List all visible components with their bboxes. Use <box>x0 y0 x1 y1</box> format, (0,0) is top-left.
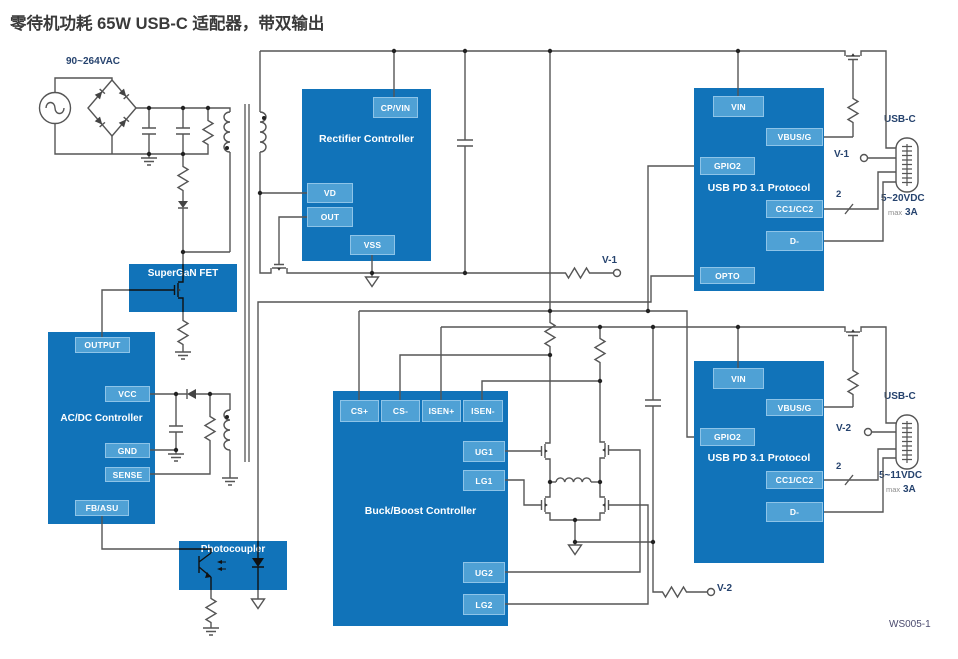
pin-isen-plus: ISEN+ <box>422 400 461 422</box>
photocoupler-title: Photocoupler <box>200 544 266 555</box>
v2-terminal-icon <box>706 587 716 597</box>
out1-current-label: max 3A <box>888 207 918 218</box>
v1-sense-label: V-1 <box>602 255 618 266</box>
supergan-fet-title: SuperGaN FET <box>147 268 219 279</box>
pin-pd2-vbusg: VBUS/G <box>766 399 823 416</box>
page-title: 零待机功耗 65W USB-C 适配器，带双输出 <box>10 15 325 33</box>
cc1-bus-width-label: 2 <box>836 189 842 200</box>
usb-pd2-block <box>694 361 824 563</box>
pin-ug1: UG1 <box>463 441 505 462</box>
usb-pd1-block <box>694 88 824 291</box>
pin-ug2: UG2 <box>463 562 505 583</box>
acdc-controller-block <box>48 332 155 524</box>
v1-terminal-label: V-1 <box>834 149 850 160</box>
pin-pd1-vin: VIN <box>713 96 764 117</box>
usbc2-label: USB-C <box>884 391 916 402</box>
v1-terminal-icon <box>612 268 622 278</box>
pin-cs-plus: CS+ <box>340 400 379 422</box>
pin-isen-minus: ISEN- <box>463 400 503 422</box>
load-switch2-fet-icon <box>839 326 867 342</box>
pin-lg1: LG1 <box>463 470 505 491</box>
transformer-core-icon <box>244 104 250 462</box>
pin-cpvin: CP/VIN <box>373 97 418 118</box>
pin-output: OUTPUT <box>75 337 130 353</box>
buck-fet-q4-icon <box>599 491 615 519</box>
out2-current-label: max 3A <box>886 484 916 495</box>
ground-arrow-icon <box>250 598 266 610</box>
pin-pd2-d: D- <box>766 502 823 522</box>
v1-port-terminal-icon <box>859 153 869 163</box>
usbc2-connector-icon <box>895 414 919 470</box>
inductor-icon <box>555 477 592 483</box>
ground-icon <box>140 157 158 166</box>
pin-pd1-cc: CC1/CC2 <box>766 200 823 218</box>
pin-pd1-d: D- <box>766 231 823 251</box>
transformer-primary-icon <box>223 111 231 153</box>
pin-vss: VSS <box>350 235 395 255</box>
out1-voltage-label: 5~20VDC <box>881 193 925 204</box>
pin-gnd: GND <box>105 443 150 458</box>
buck-fet-q2-icon <box>599 436 615 464</box>
pin-fbasu: FB/ASU <box>75 500 129 516</box>
pin-sense: SENSE <box>105 467 150 482</box>
ground-icon <box>167 453 185 462</box>
pin-vcc: VCC <box>105 386 150 402</box>
pin-pd2-vin: VIN <box>713 368 764 389</box>
load-switch1-fet-icon <box>839 50 867 66</box>
ground-icon <box>174 351 192 360</box>
amp-text: 3A <box>904 207 918 218</box>
buckboost-controller-title: Buck/Boost Controller <box>364 505 477 517</box>
pin-vd: VD <box>307 183 353 203</box>
v2-terminal-label: V-2 <box>836 423 852 434</box>
bridge-rectifier-icon <box>87 78 137 138</box>
transformer-aux-icon <box>223 409 231 451</box>
ac-input-label: 90~264VAC <box>66 56 121 67</box>
pin-cs-minus: CS- <box>381 400 420 422</box>
rectifier-controller-title: Rectifier Controller <box>318 133 415 145</box>
usbc1-label: USB-C <box>884 114 916 125</box>
usbc1-connector-icon <box>895 137 919 193</box>
max-text: max <box>888 208 903 217</box>
v2-port-terminal-icon <box>863 427 873 437</box>
pin-pd1-vbusg: VBUS/G <box>766 128 823 146</box>
cc2-bus-width-label: 2 <box>836 461 842 472</box>
amp-text: 3A <box>902 484 916 495</box>
ground-icon <box>202 627 220 636</box>
out2-voltage-label: 5~11VDC <box>879 470 923 481</box>
pin-pd1-opto: OPTO <box>700 267 755 284</box>
acdc-controller-title: AC/DC Controller <box>60 412 143 424</box>
v2-sense-label: V-2 <box>717 583 733 594</box>
max-text: max <box>886 485 901 494</box>
ac-source-icon <box>45 101 65 115</box>
usb-pd2-title: USB PD 3.1 Protocol <box>707 452 811 464</box>
pin-pd2-cc: CC1/CC2 <box>766 471 823 489</box>
sync-rectifier-fet-icon <box>265 258 293 274</box>
pin-lg2: LG2 <box>463 594 505 615</box>
transformer-secondary-icon <box>259 111 267 153</box>
usb-pd1-title: USB PD 3.1 Protocol <box>707 182 811 194</box>
figure-number: WS005-1 <box>889 619 931 630</box>
buck-fet-q3-icon <box>535 491 551 519</box>
buck-fet-q1-icon <box>535 437 551 465</box>
pin-pd1-gpio2: GPIO2 <box>700 157 755 175</box>
pin-out: OUT <box>307 207 353 227</box>
ground-arrow-icon <box>567 544 583 556</box>
ground-icon <box>221 477 239 486</box>
ground-arrow-icon <box>364 276 380 288</box>
pin-pd2-gpio2: GPIO2 <box>700 428 755 446</box>
